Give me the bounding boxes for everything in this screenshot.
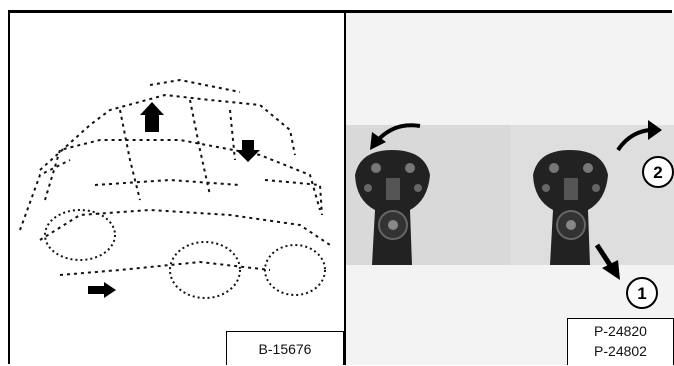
figure-caption-right: P-24820 P-24802 xyxy=(567,318,674,365)
caption-text-left: B-15676 xyxy=(258,341,312,357)
loader-wheels xyxy=(44,209,326,299)
panel-divider xyxy=(344,10,346,365)
figure-caption-left: B-15676 xyxy=(226,331,344,365)
joystick-right xyxy=(533,150,608,265)
caption-text-right-2: P-24802 xyxy=(594,343,647,359)
figure-frame xyxy=(8,10,672,364)
loader-sketch xyxy=(19,78,331,276)
motion-arrows xyxy=(370,120,662,280)
joystick-left xyxy=(355,150,430,265)
callout-circles xyxy=(626,156,674,309)
callout-2: 2 xyxy=(653,163,662,182)
loader-illustration-panel xyxy=(10,13,344,365)
callout-1: 1 xyxy=(637,284,646,303)
loader-arrows xyxy=(88,102,260,298)
caption-text-right-1: P-24820 xyxy=(594,323,647,339)
